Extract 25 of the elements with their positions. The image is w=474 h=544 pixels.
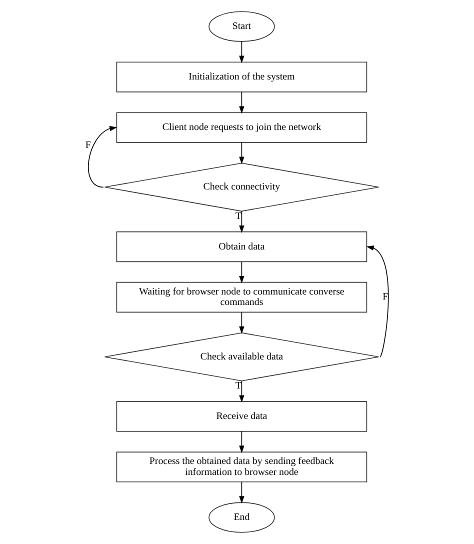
node-box: Receive data (116, 401, 368, 432)
arrow (239, 142, 244, 164)
node-box: Obtain data (116, 231, 368, 262)
arrow (366, 245, 389, 358)
edge-label: F (382, 292, 388, 303)
arrow (239, 92, 244, 114)
node-ellipse: End (208, 502, 275, 533)
node-box: Process the obtained data by sending feedback information to browser node (116, 452, 368, 482)
node-diamond: Check available data (104, 332, 380, 382)
arrow (239, 261, 244, 284)
node-diamond: Check connectivity (104, 162, 380, 212)
edge-label: F (85, 140, 91, 152)
arrow (88, 126, 118, 188)
arrow (239, 431, 244, 454)
node-box: Client node requests to join the network (116, 112, 368, 143)
arrow (239, 210, 244, 233)
arrow (239, 482, 244, 504)
node-box: Initialization of the system (116, 62, 368, 92)
arrow (239, 312, 244, 334)
arrow (239, 380, 244, 403)
edge-label: T (235, 380, 242, 392)
arrow (239, 41, 244, 64)
node-ellipse: Start (208, 11, 275, 42)
node-box: Waiting for browser node to communicate converse commands (116, 282, 368, 313)
edge-label: T (235, 210, 242, 222)
